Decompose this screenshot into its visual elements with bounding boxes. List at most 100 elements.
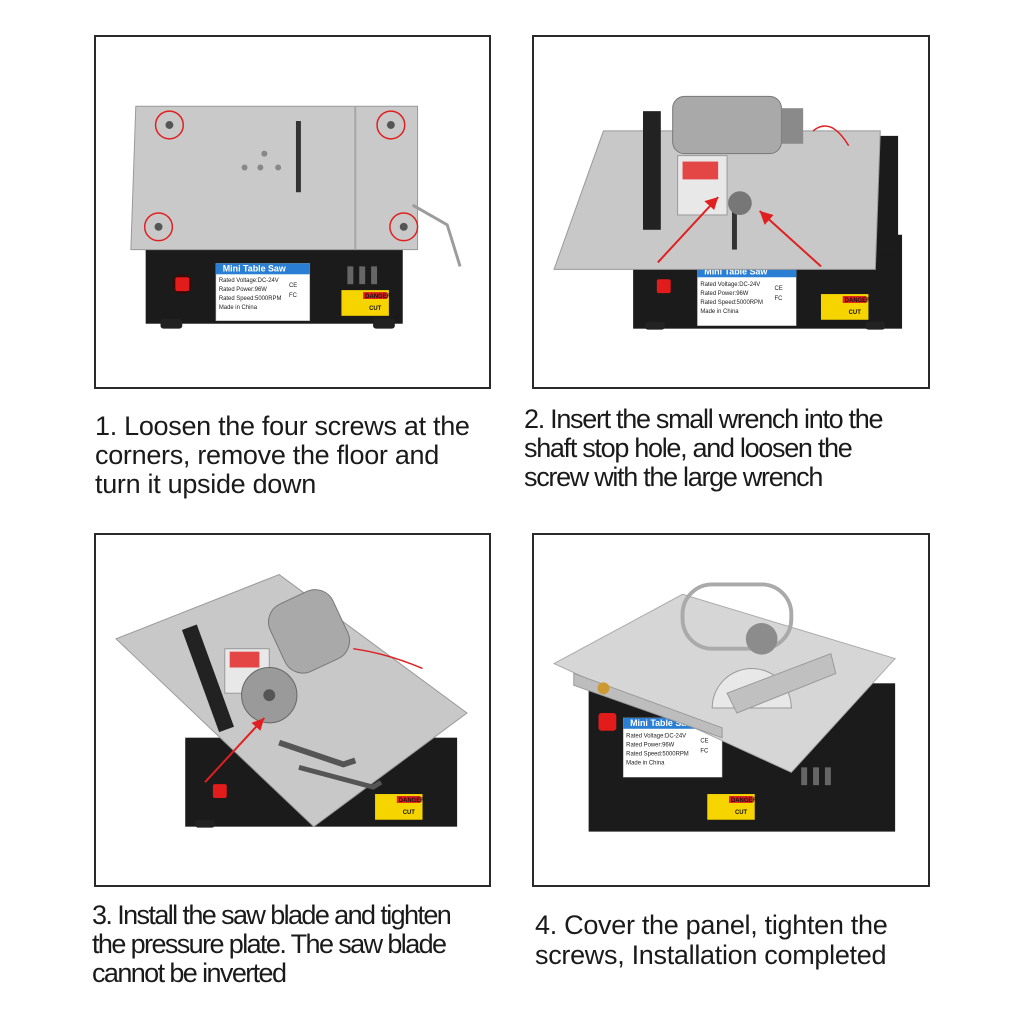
screw-heads [154, 121, 408, 231]
svg-text:DANGER: DANGER [399, 798, 425, 804]
svg-text:Rated Speed:5000RPM: Rated Speed:5000RPM [700, 300, 763, 306]
caption-line: screw with the large wrench [524, 462, 823, 492]
svg-text:Rated Voltage:DC-24V: Rated Voltage:DC-24V [626, 734, 686, 740]
svg-text:Rated Power:96W: Rated Power:96W [626, 743, 674, 749]
svg-text:Made in China: Made in China [700, 309, 739, 315]
svg-text:Mini Table Saw: Mini Table Saw [704, 266, 767, 276]
product-label: Mini Table Saw Rated Voltage:DC-24V Rate… [697, 266, 797, 326]
step-4-image: Mini Table Saw Rated Voltage:DC-24V Rate… [532, 533, 930, 887]
warning-decal [682, 161, 719, 180]
caption-line: corners, remove the floor and [95, 440, 439, 470]
motor-end [781, 108, 804, 144]
caption-line: shaft stop hole, and loosen the [524, 433, 853, 463]
pressure-plate [263, 689, 276, 702]
danger-sticker: DANGER CUT [707, 794, 757, 820]
power-switch [656, 279, 671, 294]
step-4-caption: 4. Cover the panel, tighten the screws, … [535, 910, 935, 970]
blade-slot [731, 200, 737, 250]
miter-fence [726, 652, 837, 714]
caption-line: cannot be inverted [92, 958, 287, 988]
arrow-head [251, 717, 265, 731]
svg-text:Rated Power:96W: Rated Power:96W [219, 287, 267, 293]
danger-sticker: DANGER CUT [375, 794, 425, 820]
svg-text:CUT: CUT [403, 810, 416, 816]
allen-wrench-small [298, 764, 383, 790]
rip-fence [573, 672, 723, 739]
danger-sticker: DANGER CUT [820, 294, 871, 320]
step-3-image: DANGER CUT [94, 533, 491, 887]
fence-knob [597, 682, 610, 695]
foot [160, 318, 183, 329]
motor [672, 95, 782, 155]
step-3-caption: 3. Install the saw blade and tighten the… [92, 901, 502, 988]
vent-slots [347, 266, 378, 285]
arrow-line [657, 196, 719, 264]
svg-text:FC: FC [775, 296, 784, 302]
foot [195, 819, 215, 828]
step-1-caption: 1. Loosen the four screws at the corners… [95, 412, 505, 499]
step-2-caption: 2. Insert the small wrench into the shaf… [524, 405, 944, 492]
svg-text:CUT: CUT [735, 810, 748, 816]
svg-text:FC: FC [289, 293, 298, 299]
svg-text:Made in China: Made in China [219, 305, 258, 311]
mount-holes [241, 150, 282, 171]
product-label: Mini Table Saw Rated Voltage:DC-24V Rate… [215, 263, 311, 322]
drive-belt [643, 111, 661, 230]
foot [373, 318, 395, 329]
allen-wrench [411, 203, 462, 267]
svg-text:Rated Speed:5000RPM: Rated Speed:5000RPM [626, 751, 689, 757]
svg-text:Rated Speed:5000RPM: Rated Speed:5000RPM [219, 296, 282, 302]
warning-decal [229, 651, 260, 668]
svg-text:Made in China: Made in China [626, 760, 665, 766]
danger-sticker: DANGER CUT [341, 290, 392, 316]
svg-text:CUT: CUT [369, 306, 382, 312]
svg-text:Rated Power:96W: Rated Power:96W [700, 291, 748, 297]
arrow-head [704, 197, 719, 211]
arrow-line [759, 210, 822, 268]
allen-wrench-large [278, 739, 357, 768]
caption-line: turn it upside down [95, 469, 316, 499]
svg-text:DANGER: DANGER [845, 298, 871, 304]
caption-line: 2. Insert the small wrench into the [524, 404, 884, 434]
caption-line: screws, Installation completed [535, 940, 887, 970]
svg-text:CE: CE [700, 739, 708, 745]
caption-line: 1. Loosen the four screws at the [95, 411, 470, 441]
svg-text:CE: CE [289, 283, 297, 289]
caption-line: 3. Install the saw blade and tighten [92, 900, 452, 930]
foot [865, 321, 886, 330]
power-switch [175, 277, 190, 292]
power-switch [598, 712, 617, 731]
highlight-circles [143, 110, 419, 242]
blade-guard [680, 582, 794, 651]
step-1-image: Mini Table Saw Rated Voltage:DC-24V Rate… [94, 35, 491, 389]
caption-line: 4. Cover the panel, tighten the [535, 910, 888, 940]
motor-wire [812, 125, 850, 147]
arrow-line [204, 717, 266, 783]
svg-text:Mini Table Saw: Mini Table Saw [630, 718, 693, 728]
step-1-illustration: Mini Table Saw Rated Voltage:DC-24V Rate… [130, 105, 462, 329]
svg-text:CUT: CUT [849, 310, 862, 316]
motor [268, 589, 351, 674]
table-top [130, 105, 419, 251]
saw-blade [745, 622, 778, 655]
caption-line: the pressure plate. The saw blade [92, 929, 447, 959]
motor-wire [353, 647, 423, 670]
shaft-collar [728, 191, 752, 215]
svg-text:FC: FC [700, 749, 709, 755]
blade-slot [295, 121, 301, 193]
svg-text:DANGER: DANGER [365, 294, 391, 300]
svg-text:DANGER: DANGER [731, 798, 757, 804]
step-3-illustration: DANGER CUT [115, 573, 468, 828]
svg-text:Rated Voltage:DC-24V: Rated Voltage:DC-24V [700, 282, 760, 288]
power-switch [212, 784, 227, 798]
drive-belt [181, 624, 234, 733]
svg-text:Rated Voltage:DC-24V: Rated Voltage:DC-24V [219, 278, 279, 284]
step-4-illustration: Mini Table Saw Rated Voltage:DC-24V Rate… [552, 582, 897, 832]
svg-text:CE: CE [775, 286, 783, 292]
vent-slots [801, 767, 831, 786]
foot [644, 321, 665, 330]
step-2-image: Mini Table Saw Rated Voltage:DC-24V Rate… [532, 35, 930, 389]
step-2-illustration: Mini Table Saw Rated Voltage:DC-24V Rate… [553, 95, 903, 330]
arrow-head [759, 211, 774, 225]
svg-text:Mini Table Saw: Mini Table Saw [223, 263, 286, 273]
